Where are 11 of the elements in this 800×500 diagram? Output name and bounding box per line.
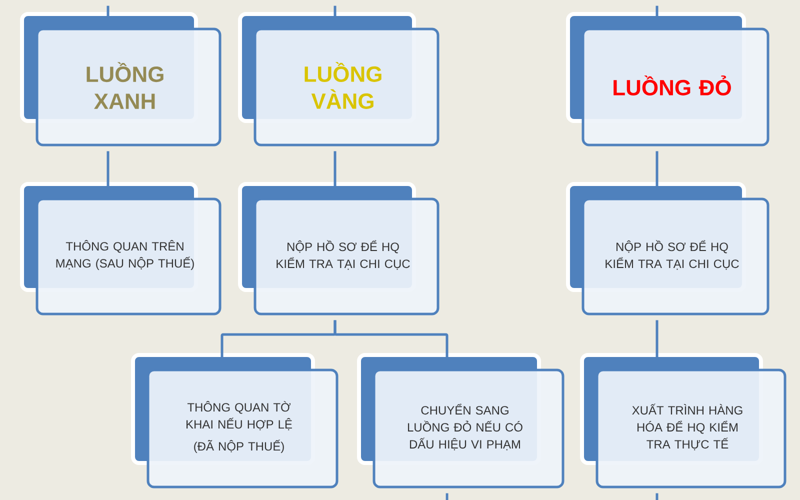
process-box: LUỒNG ĐỎ: [566, 12, 770, 146]
connector-line: [446, 493, 448, 500]
process-box: CHUYỂN SANG LUỒNG ĐỎ NẾU CÓ DẤU HIỆU VI PHẠM: [357, 353, 564, 488]
process-box: NỘP HỒ SƠ ĐỂ HQ KIỂM TRA TẠI CHI CỤC: [566, 182, 770, 316]
process-box: THÔNG QUAN TỜ KHAI NẾU HỢP LỆ (ĐÃ NỘP THUẾ): [131, 353, 338, 488]
process-box: LUỒNG XANH: [20, 12, 222, 146]
process-box: NỘP HỒ SƠ ĐỂ HQ KIỂM TRA TẠI CHI CỤC: [238, 182, 440, 316]
process-box: XUẤT TRÌNH HÀNG HÓA ĐỂ HQ KIỂM TRA THỰC TẾ: [580, 353, 786, 488]
process-box: THÔNG QUAN TRÊN MẠNG (SAU NỘP THUẾ): [20, 182, 222, 316]
connector-line: [656, 493, 658, 500]
process-box: LUỒNG VÀNG: [238, 12, 440, 146]
